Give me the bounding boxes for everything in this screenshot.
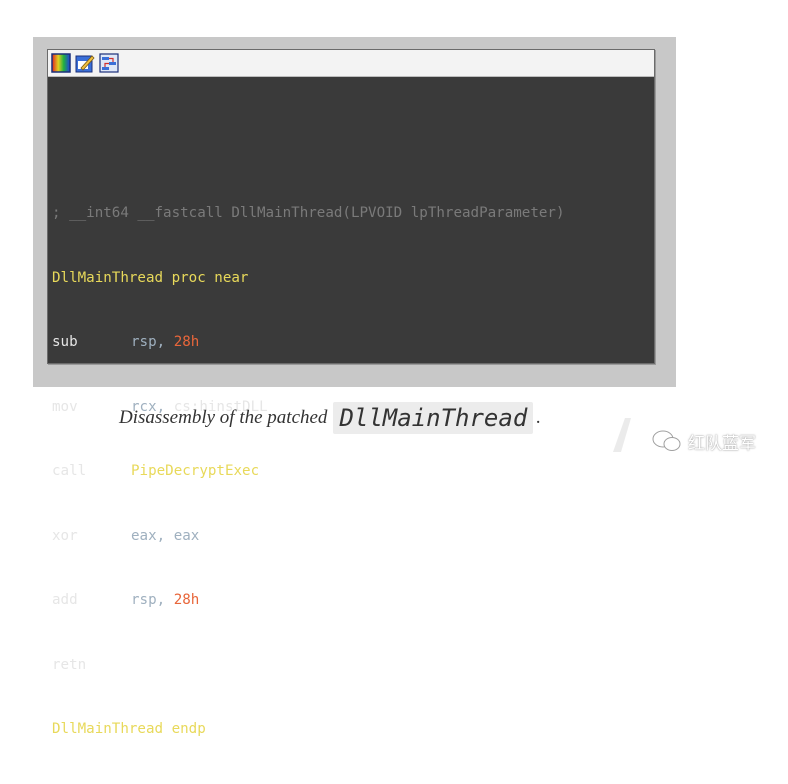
operand: rsp, [131,592,166,608]
mnemonic: call [52,463,87,479]
instruction-line: call PipeDecryptExec [52,461,565,483]
screenshot-frame: ; __int64 __fastcall DllMainThread(LPVOI… [33,37,676,737]
operand: eax [173,527,200,544]
instruction-line: retn [52,655,565,677]
mnemonic: add [52,592,78,608]
toolbar [48,50,654,77]
flowchart-icon[interactable] [99,53,119,73]
mnemonic: retn [52,656,87,673]
caption-suffix: . [536,407,542,428]
call-target[interactable]: PipeDecryptExec [131,463,260,479]
mnemonic: xor [52,527,78,544]
instruction-line: mov rcx, cs:hinstDLL [52,397,565,419]
instruction-line: add rsp, 28h [52,590,565,612]
edit-icon[interactable] [75,53,95,73]
function-signature-comment: ; __int64 __fastcall DllMainThread(LPVOI… [52,205,565,221]
disassembly-listing: ; __int64 __fastcall DllMainThread(LPVOI… [52,160,565,784]
mnemonic: sub [52,334,78,350]
proc-keyword: proc near [171,269,249,286]
endp-line: DllMainThread endp [52,719,565,741]
operand: rsp, [131,334,166,350]
symbol-reference[interactable]: cs:hinstDLL [173,398,268,415]
wechat-icon [652,430,681,451]
immediate-value: 28h [173,334,200,350]
mnemonic: mov [52,398,78,415]
graph-view-icon[interactable] [51,53,71,73]
watermark-text: 红队蓝军 [688,433,756,454]
caption-text: Disassembly of the patched [119,407,328,428]
operand: eax, [131,527,166,544]
watermark-logo-icon [613,418,631,452]
caption-code: DllMainThread [333,402,534,434]
figure-caption: Disassembly of the patched DllMainThread… [119,402,541,434]
watermark: 红队蓝军 [652,428,756,454]
operand: rcx, [131,398,166,415]
proc-line: DllMainThread proc near [52,268,565,290]
proc-label[interactable]: DllMainThread [52,269,164,286]
endp-label[interactable]: DllMainThread [52,721,164,737]
instruction-line: sub rsp, 28h [52,332,565,354]
endp-keyword: endp [171,721,206,737]
disassembly-window: ; __int64 __fastcall DllMainThread(LPVOI… [47,49,655,737]
immediate-value: 28h [173,592,200,608]
instruction-line: xor eax, eax [52,526,565,548]
